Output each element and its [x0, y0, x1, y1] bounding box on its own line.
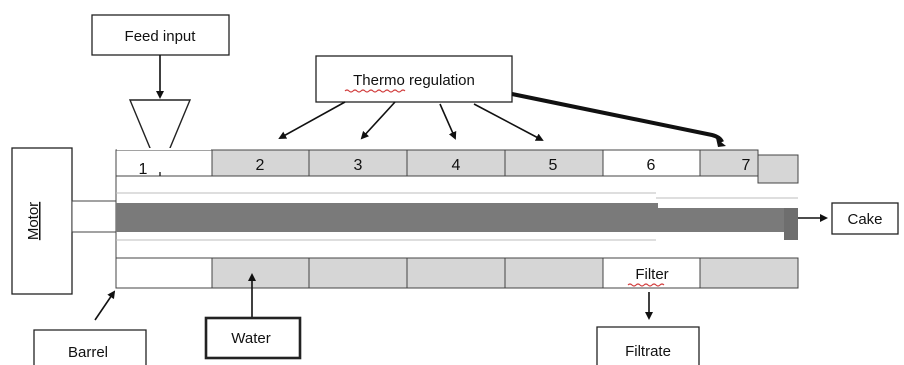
thermo-arrow-zone-7-head	[716, 138, 726, 147]
barrel-arrow	[94, 290, 116, 321]
thermo-arrow-zone-5	[473, 103, 544, 141]
spellcheck-underline	[344, 89, 406, 93]
zone-1	[115, 149, 213, 177]
screw-shaft-end	[656, 208, 796, 232]
thermo-arrow-zone-3	[360, 101, 396, 140]
zone-5-label: 5	[549, 157, 558, 174]
bottom-zone-3	[308, 257, 408, 289]
thermo-arrow-zone-2	[278, 101, 346, 139]
barrel-label: Barrel	[68, 344, 108, 361]
zone-2-label: 2	[256, 157, 265, 174]
filtrate-box: Filtrate	[596, 326, 700, 365]
bottom-zone-2	[211, 257, 310, 289]
motor-box: Motor	[11, 147, 73, 295]
screw-shaft	[116, 203, 658, 232]
thermo-arrow-zone-4	[439, 103, 457, 140]
bottom-zone-7	[699, 257, 799, 289]
barrel-box: Barrel	[33, 329, 147, 365]
thermo-regulation-label: Thermo regulation	[353, 72, 475, 89]
zone-7-endcap	[757, 154, 799, 184]
feed-hopper	[128, 99, 192, 174]
filter-spellcheck-underline	[627, 283, 665, 287]
water-label: Water	[231, 330, 270, 347]
filter-label: Filter	[635, 266, 668, 283]
zone-7	[699, 149, 759, 177]
cake-box: Cake	[831, 202, 899, 235]
thermo-regulation-box: Thermo regulation	[315, 55, 513, 103]
bottom-zone-4	[406, 257, 506, 289]
zone-4-label: 4	[452, 157, 461, 174]
bottom-zone-5	[504, 257, 604, 289]
zone-3-label: 3	[354, 157, 363, 174]
motor-label: Motor	[25, 202, 42, 240]
bottom-zone-6-filter	[602, 257, 701, 289]
feed-input-label: Feed input	[125, 28, 197, 45]
barrel-body	[115, 176, 798, 258]
barrel-top-row: 1 2 3 4 5 6 7	[115, 148, 799, 184]
zone-6-label: 6	[647, 157, 656, 174]
bottom-zone-1	[115, 257, 213, 289]
barrel-bottom-row: Filter	[115, 257, 799, 289]
drive-coupling	[71, 200, 117, 233]
feed-input-box: Feed input	[91, 14, 230, 56]
zone-1-label: 1	[139, 161, 148, 178]
zone-7-label: 7	[742, 157, 751, 174]
water-box: Water	[204, 316, 302, 360]
cake-label: Cake	[847, 211, 882, 228]
thermo-arrow-zone-7	[511, 92, 724, 143]
filtrate-label: Filtrate	[625, 343, 671, 360]
